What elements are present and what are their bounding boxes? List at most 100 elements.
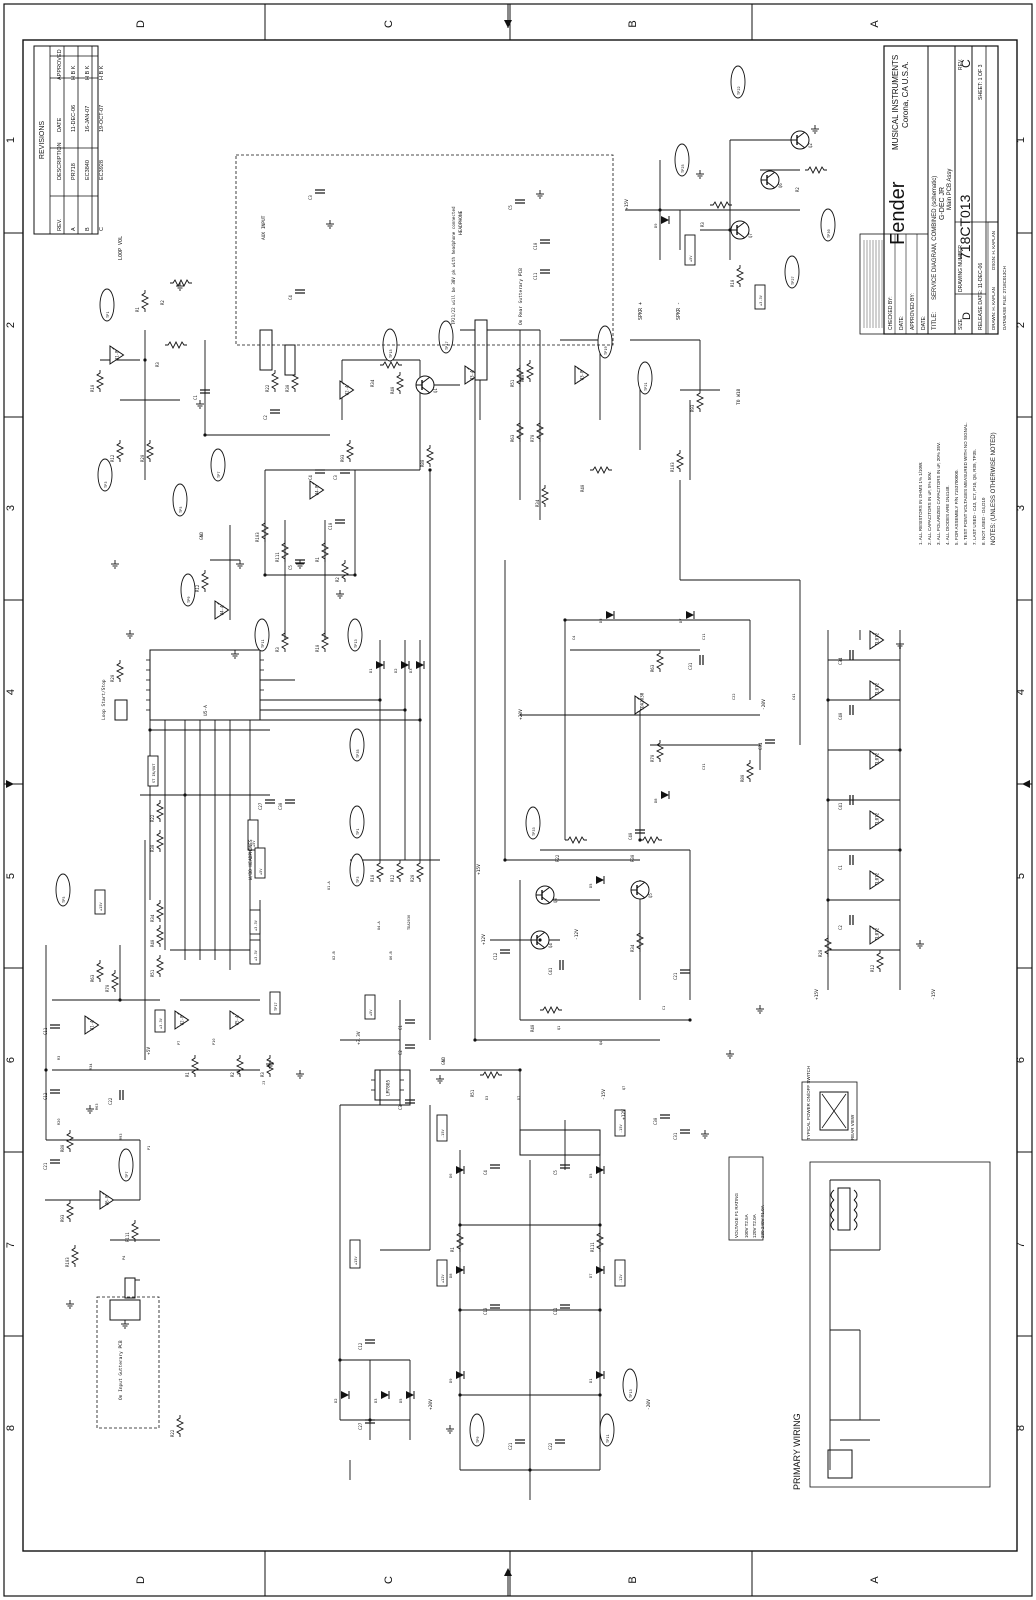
diode-label: D6	[448, 1173, 453, 1178]
capacitor-label: C22	[108, 1097, 113, 1105]
ground-22	[696, 170, 704, 179]
diode-7: D9	[448, 1371, 465, 1383]
wiring	[45, 139, 901, 1500]
diode-12: D6	[598, 611, 615, 623]
capacitor-24: C21	[508, 1439, 525, 1450]
reference-designator: U4-A	[377, 921, 381, 930]
svg-text:−: −	[232, 1024, 235, 1029]
capacitor-35: C4	[288, 289, 305, 300]
junction-dot	[378, 698, 382, 702]
power-inlet	[827, 1449, 853, 1479]
zone-left-1: 1	[5, 137, 17, 143]
svg-text:−: −	[872, 939, 875, 944]
resistor-label: R10	[370, 874, 375, 882]
diode-2: D3	[408, 661, 425, 673]
box-label: -12V	[619, 1274, 623, 1283]
resistor-1: R2	[160, 278, 192, 305]
voltage-label-5: +15V	[814, 989, 820, 1000]
zone-left-8: 8	[5, 1425, 17, 1431]
zone-top-B: B	[627, 20, 639, 27]
resistor-58: R30	[520, 360, 535, 382]
voltage-label-8: +3.3V	[356, 1031, 362, 1045]
zone-right-5: 5	[1015, 873, 1027, 879]
resistor-label: R34	[535, 499, 540, 507]
voltage-label-3: +20V	[518, 709, 524, 720]
aux-input-label: AUX INPUT	[261, 215, 267, 240]
resistor-label: R12	[390, 874, 395, 882]
revision-header: APPROVED	[57, 49, 63, 80]
svg-text:−: −	[872, 694, 875, 699]
reference-designator: R63	[95, 1104, 99, 1111]
opamp-0: +−U1-B	[109, 345, 125, 365]
svg-text:+: +	[872, 751, 875, 756]
ground-16	[326, 220, 334, 229]
voltage-label-12: -20V	[646, 1399, 652, 1410]
revision-cell: H B K	[99, 65, 105, 80]
box-label: -15V	[441, 1129, 445, 1138]
svg-text:−: −	[577, 379, 580, 384]
transformer-coil	[853, 1189, 858, 1201]
diode-label: D7	[588, 1273, 593, 1278]
box-label: +12V	[441, 1274, 445, 1283]
capacitor-label: C30	[653, 1117, 658, 1125]
zone-left-6: 6	[5, 1057, 17, 1063]
diode-10: D3	[373, 1391, 390, 1403]
svg-text:+: +	[342, 381, 345, 386]
resistor-33: R111	[125, 1220, 140, 1242]
voltage-box-0: +15V	[94, 889, 106, 915]
capacitor-39: C12	[493, 949, 510, 960]
diode-5: D7	[588, 1266, 605, 1278]
junction-dot	[658, 208, 662, 212]
capacitor-6: C11	[43, 1024, 60, 1035]
reference-designator: D3	[485, 1096, 489, 1100]
resistor-6: R22	[265, 370, 280, 392]
box-label: TP17	[274, 1002, 278, 1011]
reference-designator: R34	[89, 1064, 93, 1071]
testpoint-14: TP30	[820, 208, 836, 242]
resistor-label: R63	[650, 664, 655, 672]
voltage-label-7: +5V	[146, 1047, 152, 1055]
testpoint-16: TP35	[349, 728, 365, 762]
capacitor-19: C4	[483, 1164, 500, 1175]
size-label: SIZE	[958, 318, 964, 330]
reference-designator: C22	[732, 694, 736, 701]
capacitor-label: C11	[553, 1307, 558, 1315]
resistor-label: R3	[275, 647, 280, 652]
capacitor-label: C2	[398, 1050, 403, 1055]
ground-19	[756, 1005, 764, 1014]
voltage-box-8: -15V	[436, 1114, 448, 1142]
ground-8	[436, 1075, 444, 1084]
capacitor-5: C10	[328, 519, 345, 530]
ground-20	[121, 1320, 129, 1329]
junction-dot	[458, 1393, 462, 1397]
resistor-label: R34	[630, 944, 635, 952]
resistor-60: R40	[580, 465, 612, 492]
resistor-label: R20	[110, 674, 115, 682]
ground-1	[296, 560, 304, 569]
resistor-10: R51	[510, 365, 525, 387]
ground-9	[446, 1425, 454, 1434]
revision-cell: H B K	[71, 65, 77, 80]
resistor-label: R22	[150, 814, 155, 822]
resistor-42: R34	[630, 930, 645, 952]
junction-dot	[598, 1308, 602, 1312]
zone-left-2: 2	[5, 322, 17, 328]
drawing-label: DRAWING NUMBER	[958, 245, 964, 292]
capacitor-7: C12	[43, 1089, 60, 1100]
opamp-14: +−TL072	[869, 870, 885, 890]
switch-body	[819, 1091, 849, 1131]
diode-label: D8	[653, 798, 658, 803]
resistor-40: R22	[555, 835, 587, 862]
capacitor-0: C1	[193, 389, 210, 400]
resistor-59: R34	[535, 485, 550, 507]
ic-label: U5-A	[203, 705, 209, 716]
resistor-label: R63	[90, 974, 95, 982]
resistor-24: R30	[150, 830, 165, 852]
aux-headphone-board	[235, 154, 614, 346]
voltage-box-15: +3.3V	[754, 284, 766, 310]
ground-6	[266, 1060, 274, 1069]
reference-designator: C41	[792, 694, 796, 701]
testpoint-label: TP22	[737, 86, 741, 95]
zone-right-2: 2	[1015, 322, 1027, 328]
voltage-label-6: -15V	[931, 989, 937, 1000]
